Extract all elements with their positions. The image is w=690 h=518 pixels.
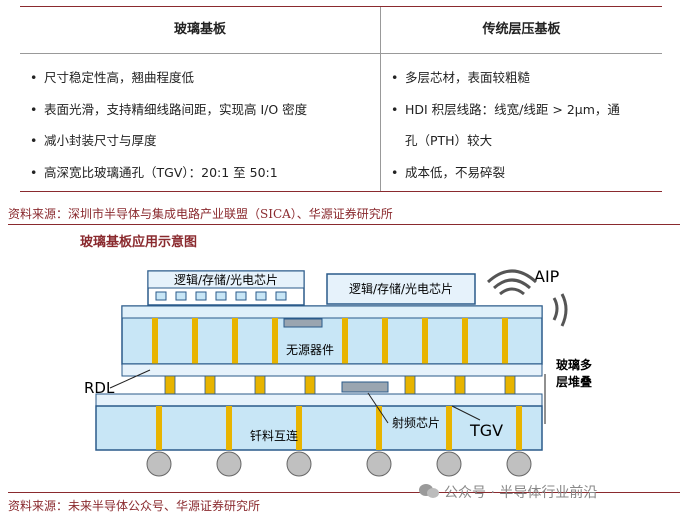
middle-rdl	[121, 363, 543, 377]
bullet: •	[30, 133, 38, 148]
glass-stack-label-1: 玻璃多	[556, 357, 592, 372]
list-item: 孔（PTH）较大	[391, 125, 662, 157]
comparison-table: 玻璃基板 • 尺寸稳定性高，翘曲程度低 • 表面光滑，支持精细线路间距，实现高 I/…	[20, 6, 662, 192]
laminate-substrate-list: • 多层芯材，表面较粗糙 • HDI 积层线路：线宽/线距 > 2μm，通 孔（PT…	[381, 54, 662, 188]
wechat-icon	[419, 484, 439, 498]
source-note-2: 资料来源：未来半导体公众号、华源证券研究所	[8, 499, 261, 513]
list-item: • 表面光滑，支持精细线路间距，实现高 I/O 密度	[30, 94, 380, 126]
laminate-substrate-column: 传统层压基板 • 多层芯材，表面较粗糙 • HDI 积层线路：线宽/线距 > 2μm…	[381, 7, 662, 191]
interlayer-bumps	[164, 375, 516, 395]
figure-title: 玻璃基板应用示意图	[80, 235, 198, 250]
upper-rdl	[121, 305, 543, 319]
list-item-text: 孔（PTH）较大	[405, 133, 493, 148]
watermark: 公众号 · 半导体行业前沿	[418, 482, 597, 502]
tgv-label: TGV	[469, 421, 503, 440]
list-item-text: 高深宽比玻璃通孔（TGV）：20:1 至 50:1	[44, 164, 278, 180]
chip-right	[326, 273, 476, 305]
header-glass-substrate: 玻璃基板	[20, 7, 380, 54]
list-item-text: 尺寸稳定性高，翘曲程度低	[44, 70, 195, 85]
passive-component	[283, 318, 323, 328]
chip-right-label: 逻辑/存储/光电芯片	[349, 281, 453, 296]
bullet: •	[391, 164, 399, 180]
glass-substrate-list: •尺寸稳定性高，翘曲程度低 •表面光滑，支持精细线路间距，实现高 I/O 密度 …	[20, 54, 380, 188]
upper-tgv-group	[152, 318, 508, 364]
rf-chip-die	[341, 381, 389, 393]
list-item: • 尺寸稳定性高，翘曲程度低	[30, 62, 380, 94]
bullet: •	[30, 164, 38, 180]
rf-pointer	[367, 392, 389, 424]
list-item-text: 成本低，不易碎裂	[405, 164, 506, 180]
chip-left-bumps	[155, 291, 287, 301]
chip-left-label: 逻辑/存储/光电芯片	[174, 272, 278, 287]
solder-balls	[146, 451, 532, 477]
glass-substrate-diagram: 逻辑/存储/光电芯片 逻辑/存储/光电芯片 AIP 无源器件 RDL	[84, 267, 592, 477]
list-item-text: 表面光滑，支持精细线路间距，实现高 I/O 密度	[44, 101, 308, 117]
rdl-label: RDL	[84, 379, 115, 397]
list-item: • 高深宽比玻璃通孔（TGV）：20:1 至 50:1	[30, 157, 380, 189]
tgv-pointer	[451, 405, 481, 421]
watermark-text: 公众号 · 半导体行业前沿	[444, 485, 598, 501]
header-laminate-substrate: 传统层压基板	[381, 7, 662, 54]
divider	[8, 224, 680, 225]
chip-left-band	[147, 270, 305, 289]
source-note-1: 资料来源：深圳市半导体与集成电路产业联盟（SICA）、华源证券研究所	[8, 207, 393, 221]
list-item: • 成本低，不易碎裂	[391, 157, 662, 189]
bullet: •	[30, 70, 38, 85]
rdl-pointer	[109, 369, 151, 389]
list-item: • HDI 积层线路：线宽/线距 > 2μm，通	[391, 94, 662, 126]
list-item-text: 减小封装尺寸与厚度	[44, 133, 157, 148]
list-item-text: HDI 积层线路：线宽/线距 > 2μm，通	[405, 101, 620, 117]
bullet: •	[391, 70, 399, 85]
passive-label: 无源器件	[286, 343, 334, 357]
rf-chip-label: 射频芯片	[392, 415, 440, 430]
list-item: • 减小封装尺寸与厚度	[30, 125, 380, 157]
divider	[8, 492, 680, 493]
lower-rdl	[95, 393, 543, 407]
solder-label: 钎料互连	[250, 428, 298, 443]
list-item-text: 多层芯材，表面较粗糙	[405, 70, 531, 85]
list-item: • 多层芯材，表面较粗糙	[391, 62, 662, 94]
glass-substrate-column: 玻璃基板 • 尺寸稳定性高，翘曲程度低 • 表面光滑，支持精细线路间距，实现高 I/…	[20, 7, 381, 191]
glass-stack-label-2: 层堆叠	[556, 374, 592, 389]
bullet: •	[391, 101, 399, 117]
aip-label: AIP	[534, 267, 560, 286]
lower-tgv-group	[156, 406, 522, 450]
bullet: •	[30, 101, 38, 117]
wireless-icon	[486, 269, 568, 327]
